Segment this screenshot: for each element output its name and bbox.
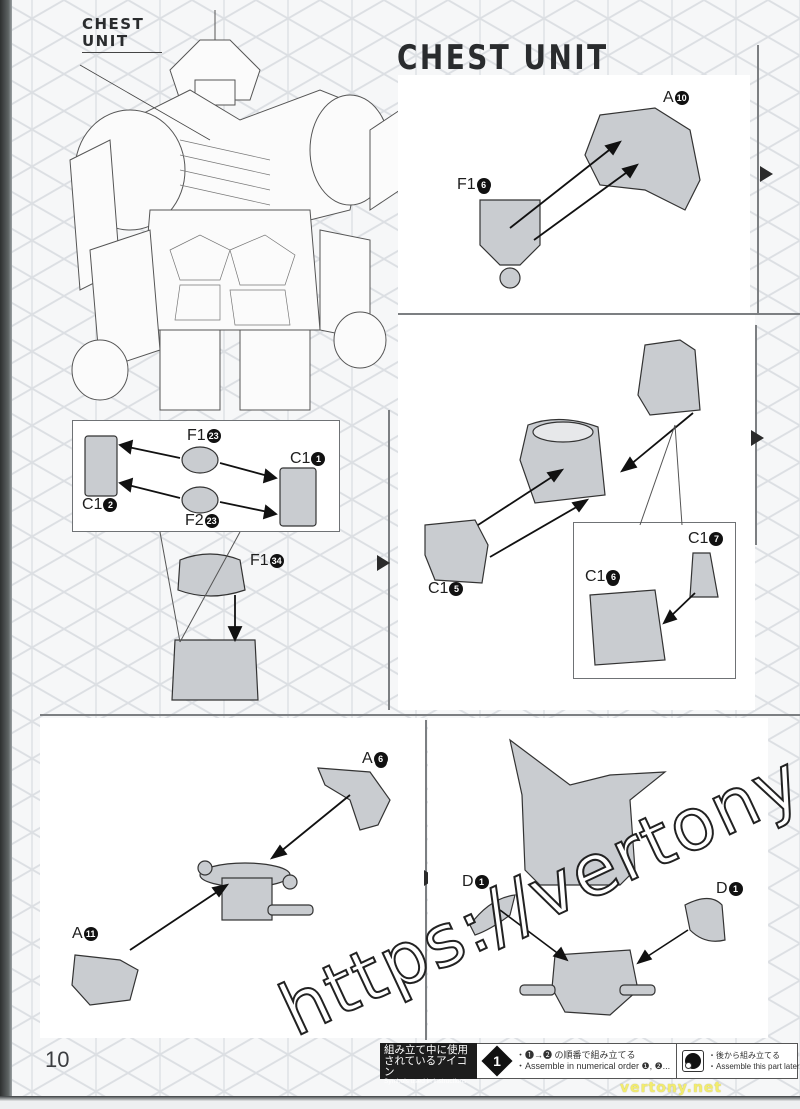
legend-later-en: ・Assemble this part later. bbox=[708, 1062, 800, 1071]
row-divider bbox=[40, 714, 800, 716]
part-f1-23-shape bbox=[181, 446, 219, 474]
torso-core-shape bbox=[221, 877, 273, 921]
callout-line-2: UNIT bbox=[82, 33, 162, 53]
step-1-parts-drawing bbox=[479, 107, 701, 289]
legend-later-jp: ・後から組み立てる bbox=[708, 1051, 780, 1060]
part-c1-1-shape bbox=[279, 467, 317, 527]
part-d1-left-shape bbox=[469, 894, 516, 936]
step-2-parts-drawing bbox=[84, 435, 317, 701]
assemble-later-icon bbox=[682, 1050, 704, 1072]
part-a10-shape bbox=[584, 107, 701, 211]
page-number: 10 bbox=[45, 1047, 70, 1072]
step-2-assembly-shape bbox=[171, 639, 259, 701]
order-icon-number: 1 bbox=[493, 1053, 501, 1069]
part-f1-6-shape bbox=[479, 199, 541, 266]
part-f2-23-shape bbox=[181, 486, 219, 514]
page-binding-edge bbox=[0, 0, 12, 1109]
part-c1-6-shape bbox=[589, 589, 666, 666]
next-step-arrow-icon bbox=[377, 555, 390, 571]
next-step-arrow-icon bbox=[760, 166, 773, 182]
part-c1-6-back-shape bbox=[637, 339, 701, 416]
part-d1-right-shape bbox=[684, 897, 726, 942]
legend-later-text: ・後から組み立てる ・Assemble this part later. bbox=[708, 1050, 800, 1072]
part-a6-shape bbox=[317, 767, 391, 831]
site-watermark: vertony.net bbox=[620, 1080, 723, 1096]
page-bottom-edge bbox=[0, 1096, 800, 1109]
row-divider bbox=[398, 313, 800, 315]
chest-unit-callout: CHEST UNIT bbox=[82, 16, 162, 53]
legend-heading-jp-line-1: 組み立て中に使用 bbox=[384, 1044, 468, 1056]
callout-line-1: CHEST bbox=[82, 15, 145, 33]
legend-order-jp: ・❶→❷ の順番で組み立てる bbox=[516, 1050, 636, 1060]
legend-heading-jp-line-2: されているアイコン bbox=[384, 1055, 468, 1078]
part-f1-34-shape bbox=[177, 553, 246, 597]
step-3-assembly-shape bbox=[519, 418, 606, 504]
part-c1-5-shape bbox=[424, 519, 489, 584]
legend-order-en: ・Assemble in numerical order ❶, ❷... bbox=[516, 1061, 671, 1071]
next-step-arrow-icon bbox=[751, 430, 764, 446]
part-a11-shape bbox=[71, 954, 139, 1006]
step-4-parts-drawing bbox=[71, 767, 391, 1006]
order-diamond-icon: 1 bbox=[481, 1045, 513, 1077]
chest-armor-shape bbox=[509, 738, 667, 886]
panel-divider bbox=[757, 45, 759, 313]
legend-order-item: 1 ・❶→❷ の順番で組み立てる ・Assemble in numerical … bbox=[477, 1043, 677, 1079]
step-5-parts-drawing bbox=[469, 738, 726, 1016]
part-c1-7-shape bbox=[689, 552, 719, 598]
legend-order-text: ・❶→❷ の順番で組み立てる ・Assemble in numerical or… bbox=[516, 1050, 670, 1072]
ball-joint-shape bbox=[499, 267, 521, 289]
part-c1-2-shape bbox=[84, 435, 118, 497]
robot-illustration bbox=[69, 10, 401, 411]
legend-heading-en: Symbols used in instructions bbox=[384, 1078, 467, 1085]
step-3-parts-drawing bbox=[424, 339, 719, 666]
page-title: CHEST UNIT bbox=[397, 38, 609, 78]
legend-later-item: ・後から組み立てる ・Assemble this part later. bbox=[676, 1043, 800, 1079]
legend-heading: 組み立て中に使用 されているアイコン Symbols used in instr… bbox=[380, 1043, 477, 1085]
